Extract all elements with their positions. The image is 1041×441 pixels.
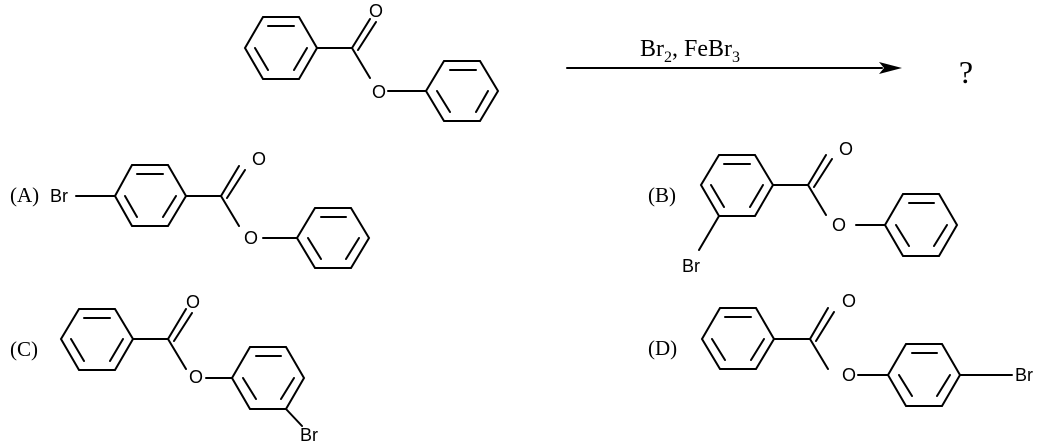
oxygen-label: O [832, 215, 846, 235]
bond-lines [75, 164, 371, 269]
bromine-label: Br [682, 256, 700, 276]
oxygen-label: O [839, 139, 853, 159]
option-a: (A) Br O O [10, 149, 371, 269]
oxygen-label: O [372, 82, 386, 102]
bromine-label: Br [1015, 365, 1033, 385]
reagent-label: Br2, FeBr3 [640, 36, 740, 66]
reaction-arrow [566, 62, 902, 74]
oxygen-label: O [189, 367, 203, 387]
bond-lines [59, 308, 306, 427]
bond-lines [243, 16, 500, 122]
bond-lines [698, 154, 959, 257]
option-b: (B) O O Br [648, 139, 959, 276]
option-label: (D) [648, 336, 677, 360]
option-d: (D) O O Br [648, 291, 1033, 407]
option-label: (B) [648, 183, 676, 207]
product-question-mark: ? [959, 54, 973, 90]
bond-lines [700, 307, 1013, 407]
oxygen-label: O [252, 149, 266, 169]
bromine-label: Br [300, 425, 318, 441]
reactant-molecule: O O [243, 1, 500, 122]
oxygen-label: O [842, 365, 856, 385]
oxygen-label: O [244, 228, 258, 248]
option-label: (A) [10, 183, 39, 207]
oxygen-label: O [369, 1, 383, 21]
option-c: (C) O O Br [10, 292, 318, 441]
bromine-label: Br [50, 186, 68, 206]
oxygen-label: O [186, 292, 200, 312]
oxygen-label: O [842, 291, 856, 311]
option-label: (C) [10, 337, 38, 361]
